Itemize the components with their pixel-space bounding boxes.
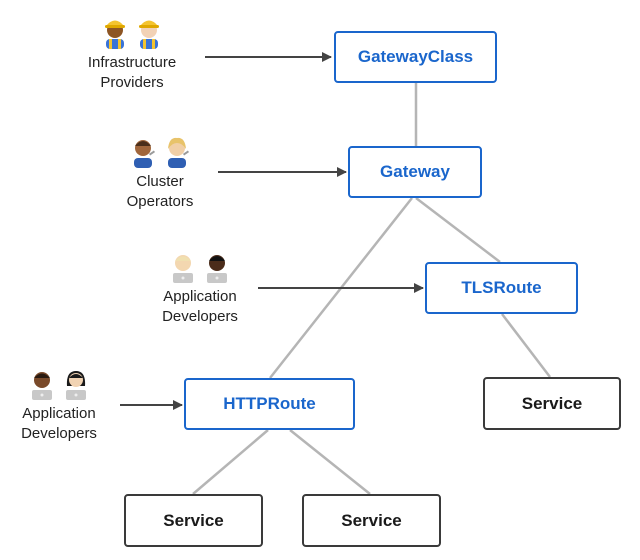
service-node-tls: Service [483,377,621,430]
persona-avatars [98,134,222,168]
technologist-icon [32,372,52,400]
tlsroute-node: TLSRoute [425,262,578,314]
persona-infrastructure-providers: Infrastructure Providers [62,15,202,93]
persona-avatars [135,249,265,283]
mechanic-icon [134,140,156,168]
connector-tlsroute-service [501,313,551,378]
connector-httproute-service-left [192,429,269,495]
persona-avatars [62,15,202,49]
mechanic-icon [168,137,190,168]
persona-label-line1: Infrastructure [87,54,177,71]
connector-gateway-tlsroute [415,197,501,263]
construction-worker-icon [139,20,159,49]
persona-label-line2: Developers [21,425,97,442]
persona-label-line1: Application [22,405,96,422]
technologist-icon [173,255,193,283]
httproute-node: HTTPRoute [184,378,355,430]
persona-label-line1: Application [163,288,237,305]
persona-application-developers-http: Application Developers [0,366,118,444]
service-label: Service [521,393,583,413]
persona-label-line1: Cluster [136,173,184,190]
tlsroute-label: TLSRoute [461,278,542,297]
service-node-http-left: Service [124,494,263,547]
persona-cluster-operators: Cluster Operators [98,134,222,212]
httproute-label: HTTPRoute [223,394,316,413]
technologist-icon [207,255,227,283]
construction-worker-icon [105,20,125,49]
connector-httproute-service-right [289,429,371,495]
gatewayclass-node: GatewayClass [334,31,497,83]
persona-label-line2: Providers [100,74,164,91]
persona-avatars [0,366,118,400]
technologist-icon [66,371,86,400]
persona-application-developers-tls: Application Developers [135,249,265,327]
service-label: Service [341,510,402,530]
gateway-node: Gateway [348,146,482,198]
persona-label-line2: Developers [162,308,238,325]
persona-label-line2: Operators [126,193,194,210]
service-label: Service [163,510,224,530]
service-node-http-right: Service [302,494,441,547]
gatewayclass-label: GatewayClass [357,47,474,66]
gateway-label: Gateway [380,162,450,181]
